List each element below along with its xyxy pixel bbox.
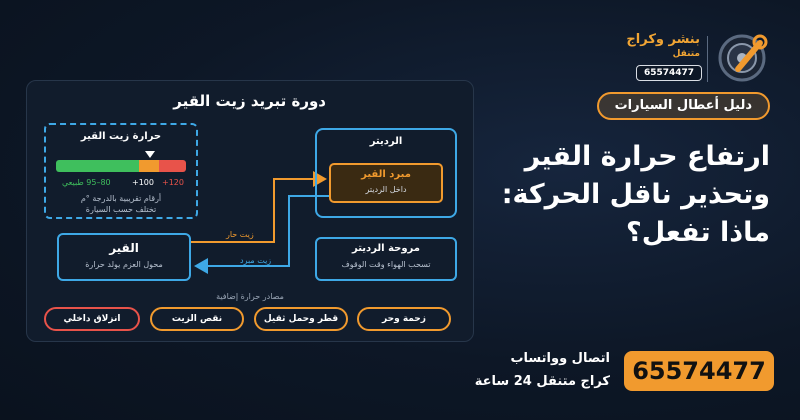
cta-contact-label: اتصال وواتساب [510, 351, 610, 366]
brand-phone[interactable]: 65574477 [636, 65, 702, 81]
brand-name: بنشر وكراج [626, 32, 700, 47]
cool-oil-label: زيت مبرد [240, 256, 272, 265]
temp-tick-warning: +100 [132, 178, 154, 187]
brand-subname: متنقل [672, 49, 700, 59]
brand-divider [707, 36, 708, 82]
headline-line-3: ماذا تفعل؟ [626, 217, 770, 248]
transmission-cooler-box [329, 163, 443, 203]
temp-tick-normal: 80–95 طبيعي [62, 178, 111, 187]
fan-box [315, 237, 457, 281]
fan-subtitle: تسحب الهواء وقت الوقوف [341, 260, 431, 269]
temperature-note-2: تختلف حسب السيارة [85, 205, 157, 214]
headline-line-1: ارتفاع حرارة القير [524, 141, 770, 172]
transmission-cooler-subtitle: داخل الرديتر [365, 185, 407, 194]
tire-wrench-icon [716, 30, 772, 86]
category-tag: دليل أعطال السيارات [596, 92, 770, 120]
hot-oil-label: زيت حار [226, 230, 254, 239]
chip-internal-slip: انزلاق داخلي [44, 307, 140, 331]
radiator-box [315, 128, 457, 218]
gearbox-box [57, 233, 191, 281]
temperature-bar [56, 160, 186, 172]
gearbox-title: القير [109, 241, 139, 255]
temp-bar-normal [56, 160, 140, 172]
temp-bar-warning [139, 160, 159, 172]
temperature-marker-icon [144, 151, 155, 158]
chip-traffic-heat: زحمة وحر [357, 307, 451, 331]
temp-bar-danger [158, 160, 186, 172]
temperature-panel [44, 123, 198, 219]
headline: ارتفاع حرارة القير وتحذير ناقل الحركة: م… [470, 138, 770, 252]
call-button[interactable]: 65574477 [624, 351, 774, 391]
temperature-note: أرقام تقريبية بالدرجة °م [80, 194, 162, 203]
temp-tick-danger: +120 [162, 178, 184, 187]
temperature-title: حرارة زيت القير [80, 131, 162, 142]
diagram-title: دورة تبريد زيت القير [173, 92, 326, 110]
brand-block: بنشر وكراج متنقل 65574477 [622, 30, 772, 88]
cta-service-label: كراج متنقل 24 ساعة [474, 374, 610, 389]
chip-low-oil: نقص الزيت [150, 307, 244, 331]
radiator-title: الرديتر [369, 136, 403, 147]
extra-sources-title: مصادر حرارة إضافية [216, 292, 284, 301]
chip-towing: قطر وحمل ثقيل [254, 307, 348, 331]
gearbox-subtitle: محول العزم يولد حرارة [85, 260, 163, 269]
transmission-cooler-title: مبرد القير [361, 169, 411, 180]
headline-line-2: وتحذير ناقل الحركة: [501, 179, 770, 210]
fan-title: مروحة الرديتر [352, 243, 420, 254]
